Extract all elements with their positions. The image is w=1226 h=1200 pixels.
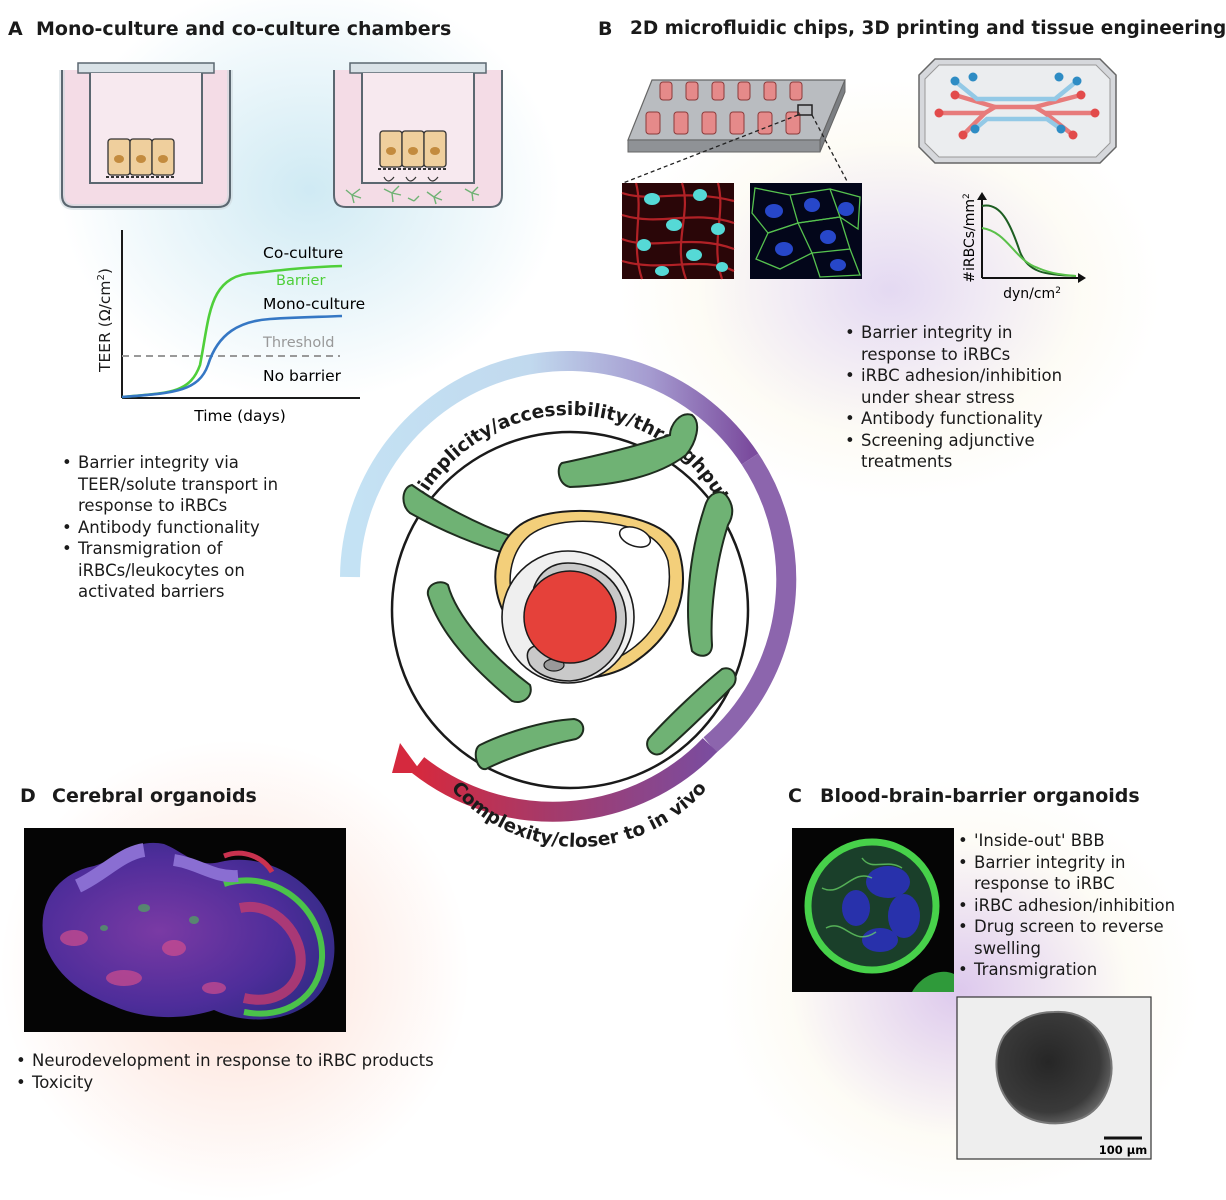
list-item: iRBC adhesion/inhibition under shear str… <box>845 365 1075 408</box>
panel-b-title: 2D microfluidic chips, 3D printing and t… <box>630 18 1226 39</box>
panel-d-letter: D <box>20 785 36 807</box>
list-item: Barrier integrity via TEER/solute transp… <box>62 452 302 517</box>
list-item: Neurodevelopment in response to iRBC pro… <box>16 1050 446 1072</box>
list-item: Barrier integrity in response to iRBCs <box>845 322 1075 365</box>
adhesion-graph: #iRBCs/mm2 dyn/cm2 <box>962 192 1086 302</box>
teer-y-label: TEER (Ω/cm2) <box>96 268 114 373</box>
adhesion-x-label: dyn/cm2 <box>1003 286 1061 302</box>
teer-x-label: Time (days) <box>193 407 286 425</box>
scale-bar-label: 100 µm <box>1099 1143 1147 1157</box>
list-item: Antibody functionality <box>845 408 1075 430</box>
bbb-organoid-fluorescence <box>792 828 954 992</box>
red-blood-cell <box>523 570 617 664</box>
arc-arrowhead <box>392 743 422 773</box>
panel-c-letter: C <box>788 785 802 807</box>
microfluidic-plate <box>622 79 849 184</box>
transwell-chambers <box>59 62 503 210</box>
cerebral-organoid-image <box>24 828 346 1032</box>
microfluidic-chip <box>918 58 1117 164</box>
list-item: Transmigration of iRBCs/leukocytes on ac… <box>62 538 302 603</box>
microscopy-image-red <box>621 182 735 280</box>
bbb-organoid-brightfield: 100 µm <box>956 996 1152 1160</box>
microscopy-image-blue <box>750 183 862 279</box>
panel-c-bullets: 'Inside-out' BBB Barrier integrity in re… <box>958 830 1188 981</box>
no-barrier-label: No barrier <box>263 367 342 385</box>
astrocyte-endfoot <box>646 667 737 756</box>
list-item: iRBC adhesion/inhibition <box>958 895 1188 917</box>
central-bbb-schematic: Simplicity/accessibility/throughput Comp… <box>340 350 797 852</box>
barrier-label: Barrier <box>276 273 325 289</box>
arc-arrow-upper <box>340 350 759 578</box>
list-item: Barrier integrity in response to iRBC <box>958 852 1188 895</box>
list-item: Transmigration <box>958 959 1188 981</box>
list-item: Toxicity <box>16 1072 446 1094</box>
astrocyte-endfoot <box>687 491 734 657</box>
astrocyte-endfoot <box>474 717 585 771</box>
panel-a-letter: A <box>8 18 23 40</box>
adhesion-y-label: #iRBCs/mm2 <box>962 193 978 283</box>
list-item: Drug screen to reverse swelling <box>958 916 1188 959</box>
teer-graph: TEER (Ω/cm2) Time (days) Co-culture Barr… <box>96 230 365 425</box>
list-item: Screening adjunctive treatments <box>845 430 1075 473</box>
adhesion-axes <box>977 192 1086 283</box>
list-item: Antibody functionality <box>62 517 302 539</box>
co-culture-chamber <box>333 62 503 208</box>
mono-culture-chamber <box>59 62 233 210</box>
panel-d-title: Cerebral organoids <box>52 785 257 807</box>
panel-d-bullets: Neurodevelopment in response to iRBC pro… <box>16 1050 446 1093</box>
arc-arrow-right <box>703 453 797 753</box>
list-item: 'Inside-out' BBB <box>958 830 1188 852</box>
mono-culture-label: Mono-culture <box>263 295 365 313</box>
adhesion-curve-light <box>981 227 1077 277</box>
mono-culture-curve <box>121 314 343 399</box>
adhesion-curve-dark <box>981 204 1077 277</box>
panel-b-bullets: Barrier integrity in response to iRBCs i… <box>845 322 1075 473</box>
arc-arrow-lower <box>411 738 718 822</box>
astrocyte-endfoot <box>426 581 532 703</box>
co-culture-label: Co-culture <box>263 244 343 262</box>
teer-axes <box>121 230 360 399</box>
threshold-label: Threshold <box>262 335 334 351</box>
panel-a-title: Mono-culture and co-culture chambers <box>36 18 452 40</box>
astrocyte-endfoot <box>557 413 699 489</box>
panel-c-title: Blood-brain-barrier organoids <box>820 785 1140 807</box>
panel-b-letter: B <box>598 18 613 40</box>
panel-a-bullets: Barrier integrity via TEER/solute transp… <box>62 452 302 603</box>
